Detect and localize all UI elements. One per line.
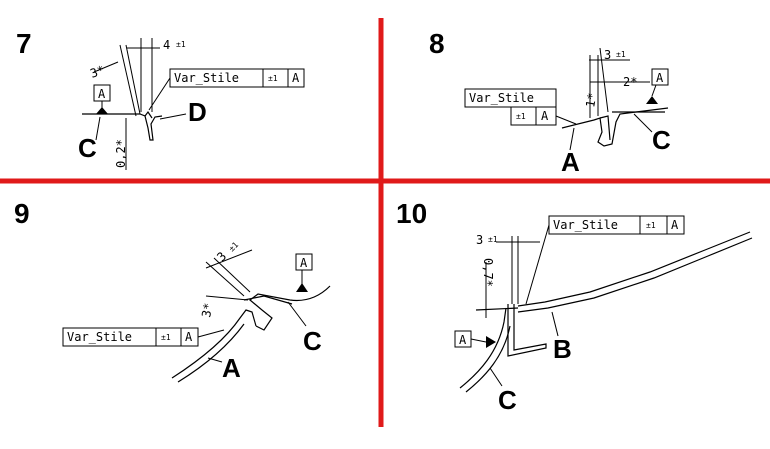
detail-number: 10 — [396, 198, 427, 229]
svg-text:A: A — [98, 87, 106, 101]
lower-panel — [459, 307, 507, 389]
angle-dimension: 3* — [88, 63, 106, 81]
gap-tolerance: ±1 — [176, 40, 186, 49]
profile-part — [561, 107, 669, 147]
outer-panel-inner — [177, 323, 245, 383]
detail-number: 8 — [429, 28, 445, 59]
detail-10: 10 3 ±1 0,7* Var_Stile ±1 A A — [396, 198, 753, 415]
svg-text:Var_Stile: Var_Stile — [67, 330, 132, 344]
svg-text:±1: ±1 — [161, 333, 171, 342]
callout-b: B — [553, 334, 572, 364]
upper-panel-inner — [517, 237, 753, 313]
detail-8: 8 3 ±1 2* 1* A Var_Stile ±1 A A — [429, 28, 671, 177]
detail-7: 7 4 ±1 3* 0,2* Var_Stile ±1 A A — [16, 28, 305, 170]
svg-text:A: A — [671, 218, 679, 232]
svg-text:A: A — [292, 71, 300, 85]
lower-panel-inner — [465, 325, 511, 393]
feature-control-frame: Var_Stile ±1 A — [169, 68, 305, 88]
offset-dimension: 0,2* — [114, 139, 128, 168]
callout-d: D — [188, 97, 207, 127]
inner-panel — [243, 295, 293, 305]
svg-text:A: A — [185, 330, 193, 344]
outer-panel — [171, 309, 257, 379]
feature-control-frame: Var_Stile ±1 A — [464, 88, 557, 126]
svg-text:A: A — [300, 256, 308, 270]
svg-text:A: A — [459, 333, 467, 347]
vertical-flange — [507, 304, 547, 357]
step-dimension: 1* — [583, 92, 599, 109]
svg-text:A: A — [656, 71, 664, 85]
gap-tolerance: ±1 — [227, 240, 240, 253]
datum-triangle — [486, 336, 496, 348]
callout-c: C — [303, 326, 322, 356]
angle-dimension: 2* — [623, 75, 637, 89]
gap-tolerance: ±1 — [488, 235, 498, 244]
reference-line — [475, 307, 519, 311]
gap-tolerance: ±1 — [616, 50, 626, 59]
profile-lip — [144, 110, 153, 119]
angle-dimension: 3* — [199, 302, 215, 319]
upper-panel — [517, 231, 751, 307]
datum-triangle — [96, 107, 108, 114]
svg-text:A: A — [541, 109, 549, 123]
svg-text:±1: ±1 — [516, 112, 526, 121]
gap-dimension: 3 — [604, 48, 611, 62]
svg-text:Var_Stile: Var_Stile — [469, 91, 534, 105]
svg-text:Var_Stile: Var_Stile — [553, 218, 618, 232]
datum-triangle — [646, 96, 658, 104]
profile-part-2 — [599, 115, 611, 141]
callout-a: A — [222, 353, 241, 383]
offset-dimension: 0,7* — [481, 258, 495, 287]
datum-triangle — [296, 283, 308, 292]
hem-flange — [249, 285, 331, 331]
datum-flag — [295, 253, 313, 271]
feature-control-frame: Var_Stile ±1 A — [62, 327, 199, 347]
feature-control-frame: Var_Stile ±1 A — [548, 215, 685, 235]
detail-number: 9 — [14, 198, 30, 229]
profile-part — [139, 113, 163, 141]
callout-c: C — [78, 133, 97, 163]
gap-dimension: 3 — [476, 233, 483, 247]
callout-a: A — [561, 147, 580, 177]
gap-dimension: 3 — [214, 249, 229, 264]
gap-dimension: 4 — [163, 38, 170, 52]
svg-text:Var_Stile: Var_Stile — [174, 71, 239, 85]
svg-text:±1: ±1 — [268, 74, 278, 83]
detail-9: 9 3 ±1 3* A Var_Stile ±1 A A C — [14, 198, 331, 383]
detail-number: 7 — [16, 28, 32, 59]
datum-flag — [651, 68, 669, 86]
svg-text:±1: ±1 — [646, 221, 656, 230]
callout-c: C — [652, 125, 671, 155]
callout-c: C — [498, 385, 517, 415]
